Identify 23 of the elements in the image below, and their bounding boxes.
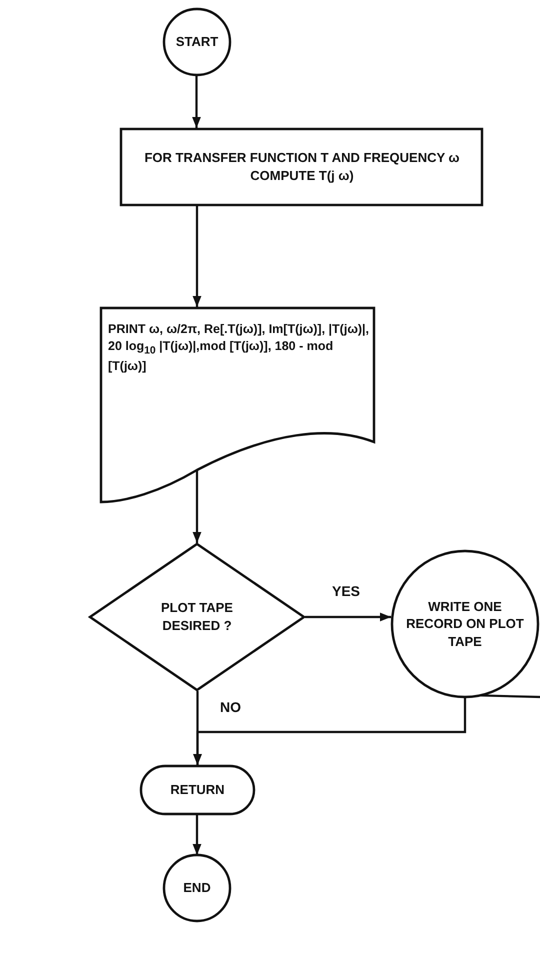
terminal-box — [140, 765, 255, 815]
terminal-circle — [163, 854, 231, 922]
node-text: END — [182, 879, 212, 897]
node-text: FOR TRANSFER FUNCTION T AND FREQUENCY ω COMPUTE T(j ω) — [143, 149, 461, 185]
arrow — [193, 697, 466, 765]
node-text: RETURN — [169, 781, 226, 799]
arrow — [192, 815, 202, 855]
process-box — [120, 128, 483, 206]
decision-diamond — [89, 543, 305, 691]
terminal-circle — [163, 8, 231, 76]
connector-line — [480, 694, 540, 698]
arrow — [305, 612, 391, 622]
node-text: WRITE ONE RECORD ON PLOT TAPE — [405, 598, 525, 650]
node-text: START — [174, 33, 220, 51]
node-text: PLOT TAPE DESIRED ? — [160, 599, 234, 635]
node-text: PRINT ω, ω/2π, Re[.T(jω)], Im[T(jω)], |T(jω)|, 20 log$_{10}$ |T(jω)|,mod [T(jω)], 180 - mod [T(jω)] — [108, 321, 370, 376]
document-shape — [100, 307, 375, 505]
arrow — [192, 75, 201, 128]
arrow — [192, 206, 202, 307]
edge-label: NO — [218, 699, 243, 715]
terminal-circle — [391, 550, 539, 698]
edge-label: YES — [330, 583, 362, 599]
arrow — [192, 470, 202, 543]
